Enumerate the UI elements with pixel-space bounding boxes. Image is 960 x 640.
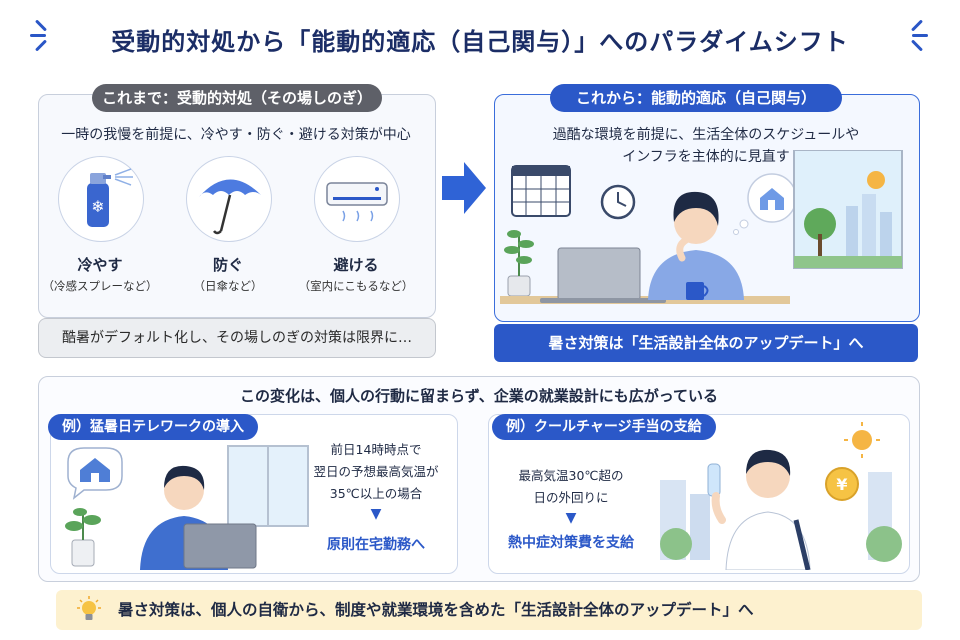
svg-text:❄: ❄ [91, 197, 104, 216]
man-drinking-water-illustration [707, 449, 811, 570]
telework-condition-line1: 前日14時時点で [330, 442, 422, 457]
telework-illustration [65, 445, 309, 570]
window-view-icon [793, 150, 903, 269]
sparkle-right-icon [900, 19, 930, 52]
lightbulb-icon [77, 596, 101, 620]
sun-icon [844, 422, 880, 458]
telework-condition-line3: 35℃以上の場合 [329, 486, 423, 501]
footer-conclusion: 暑さ対策は、個人の自衛から、制度や就業環境を含めた「生活設計全体のアップデート」… [56, 590, 922, 630]
cooling-spray-icon: ❄ [58, 156, 144, 242]
before-label: これまで：受動的対処（その場しのぎ） [92, 84, 382, 112]
after-update-banner: 暑さ対策は「生活設計全体のアップデート」へ [494, 324, 918, 362]
transition-arrow-icon [442, 162, 486, 214]
after-illustration [500, 150, 903, 304]
before-description: 一時の我慢を前提に、冷やす・防ぐ・避ける対策が中心 [61, 127, 411, 143]
coolcharge-arrow-icon: ▼ [565, 510, 577, 526]
before-item-1-title: 冷やす [77, 256, 123, 274]
after-description-line1: 過酷な環境を前提に、生活全体のスケジュールや [552, 127, 860, 143]
plant-small-icon [65, 508, 101, 567]
coolcharge-result: 熱中症対策費を支給 [508, 535, 634, 551]
house-thought-bubble-icon [733, 173, 797, 235]
telework-result: 原則在宅勤務へ [327, 537, 425, 553]
svg-text:¥: ¥ [836, 475, 847, 494]
before-item-3-sub: （室内にこもるなど） [298, 279, 414, 293]
parasol-icon [186, 156, 272, 242]
coolcharge-condition-line1: 最高気温30℃超の [518, 468, 624, 483]
telework-arrow-icon: ▼ [370, 506, 382, 522]
before-item-1-sub: （冷感スプレーなど） [42, 279, 158, 293]
bottom-heading: この変化は、個人の行動に留まらず、企業の就業設計にも広がっている [240, 387, 718, 405]
clock-icon [600, 184, 636, 220]
laptop-icon [540, 247, 666, 303]
person-thinking-illustration [648, 191, 744, 300]
before-item-3-title: 避ける [333, 256, 379, 274]
air-conditioner-icon [314, 156, 400, 242]
mug-icon [686, 282, 709, 300]
example-coolcharge-tab: 例）クールチャージ手当の支給 [492, 414, 716, 440]
after-description-line2: インフラを主体的に見直す [622, 149, 790, 165]
house-bubble-icon [67, 447, 123, 500]
before-item-2-title: 防ぐ [212, 256, 243, 274]
after-label: これから：能動的適応（自己関与） [550, 84, 842, 112]
yen-coin-icon: ¥ [825, 467, 859, 501]
before-item-2-sub: （日傘など） [193, 279, 263, 293]
plant-icon [504, 230, 534, 297]
sparkle-left-icon [28, 19, 58, 52]
telework-condition-line2: 翌日の予想最高気温が [313, 464, 439, 479]
page-title: 受動的対処から「能動的適応（自己関与）」へのパラダイムシフト [111, 28, 849, 56]
man-at-laptop-illustration [140, 465, 257, 570]
footer-text: 暑さ対策は、個人の自衛から、制度や就業環境を含めた「生活設計全体のアップデート」… [118, 601, 754, 619]
coolcharge-illustration: ¥ [660, 422, 902, 570]
calendar-icon [511, 165, 571, 217]
coolcharge-condition-line2: 日の外回りに [533, 490, 609, 505]
before-limit-note: 酷暑がデフォルト化し、その場しのぎの対策は限界に… [38, 318, 436, 358]
example-telework-tab: 例）猛暑日テレワークの導入 [48, 414, 258, 440]
